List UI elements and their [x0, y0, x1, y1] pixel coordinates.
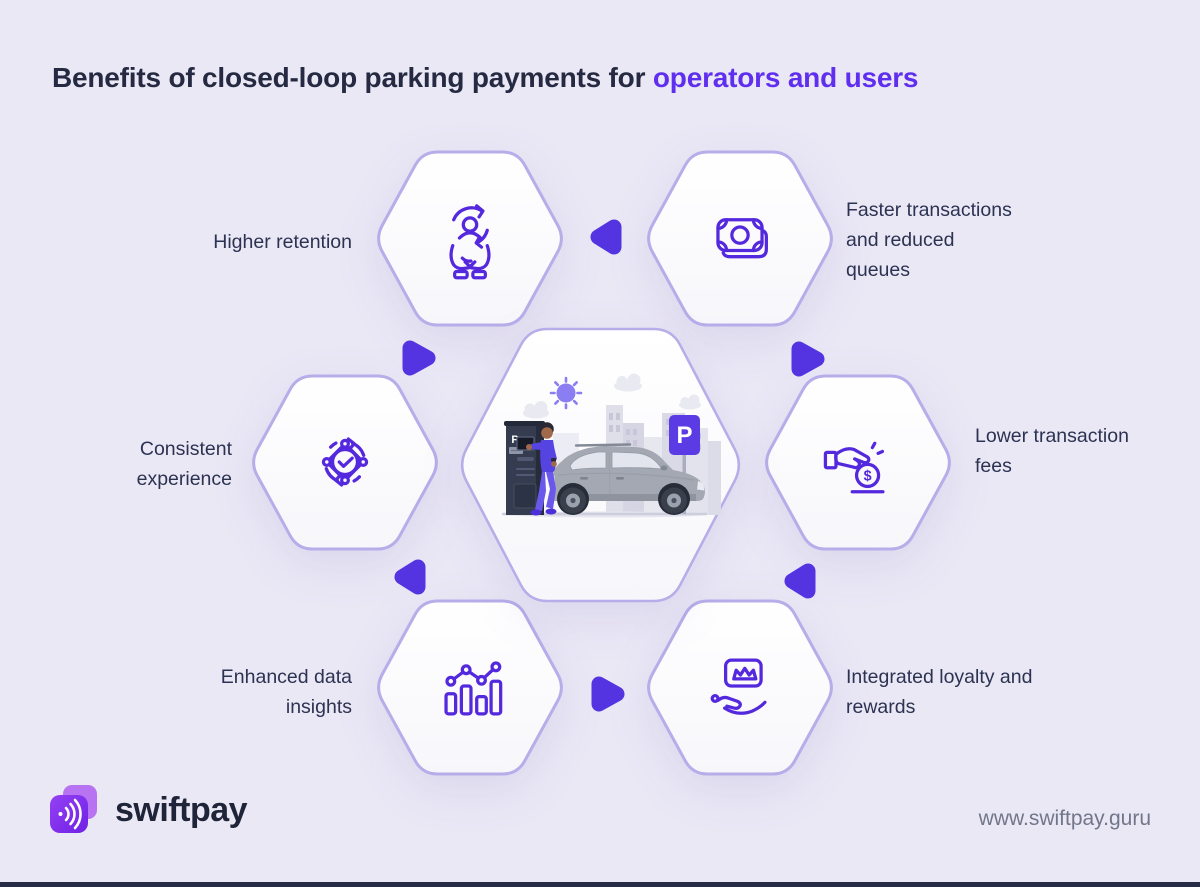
- clouds: [523, 373, 701, 419]
- benefit-hex-higher-retention: [375, 150, 565, 327]
- flow-arrow-right-icon: [791, 341, 825, 377]
- parking-scene-illustration: P: [501, 373, 721, 518]
- attendant-person: [526, 422, 557, 516]
- benefit-hex-loyalty-rewards: [645, 599, 835, 776]
- page-title: Benefits of closed-loop parking payments…: [52, 62, 918, 94]
- hexagon-shape: [647, 150, 833, 327]
- benefit-label-consistent-experience: Consistent experience: [136, 438, 232, 491]
- flow-arrow-left-icon: [784, 563, 816, 599]
- flow-arrow-right-icon: [402, 340, 436, 376]
- benefit-hex-consistent-experience: [250, 374, 440, 551]
- benefit-label-higher-retention: Higher retention: [213, 231, 352, 253]
- footer-bar: [0, 882, 1200, 887]
- contactless-icon: [50, 785, 97, 833]
- flow-arrow-left-icon: [590, 219, 622, 255]
- benefit-label-lower-fees: Lower transaction fees: [975, 425, 1129, 478]
- cycle-check-icon: [321, 437, 369, 487]
- hexagon-shape: [252, 374, 438, 551]
- bar-line-chart-icon: [444, 661, 503, 716]
- kiosk-letter: P: [511, 434, 518, 446]
- swiftpay-logo: swiftpay: [50, 785, 248, 835]
- hand-coin-dollar-icon: $: [823, 441, 885, 494]
- logo-wordmark: swiftpay: [115, 790, 248, 829]
- benefit-label-loyalty-rewards: Integrated loyalty and rewards: [846, 666, 1033, 719]
- benefit-hex-data-insights: [375, 599, 565, 776]
- center-hexagon: P: [458, 327, 743, 603]
- benefit-label-faster-transactions: Faster transactions and reduced queues: [846, 199, 1012, 282]
- sun: [549, 376, 583, 410]
- title-prefix: Benefits of closed-loop parking payments…: [52, 61, 646, 93]
- parking-sign-letter: P: [676, 422, 692, 449]
- hand-loyalty-card-icon: [710, 658, 767, 715]
- coin-dollar-symbol: $: [864, 469, 872, 485]
- banknote-icon: [716, 218, 768, 259]
- benefit-label-data-insights: Enhanced data insights: [220, 666, 352, 719]
- flow-arrow-left-icon: [394, 559, 426, 595]
- hands-user-retention-icon: [449, 204, 491, 280]
- car: [551, 443, 705, 515]
- parking-kiosk: P: [504, 421, 545, 515]
- hexagon-shape: [377, 150, 563, 327]
- website-url: www.swiftpay.guru: [978, 807, 1151, 830]
- flow-arrow-right-icon: [591, 676, 625, 712]
- benefit-hex-faster-transactions: [645, 150, 835, 327]
- benefit-hex-lower-fees: $: [763, 374, 953, 551]
- title-highlight: operators and users: [652, 61, 919, 93]
